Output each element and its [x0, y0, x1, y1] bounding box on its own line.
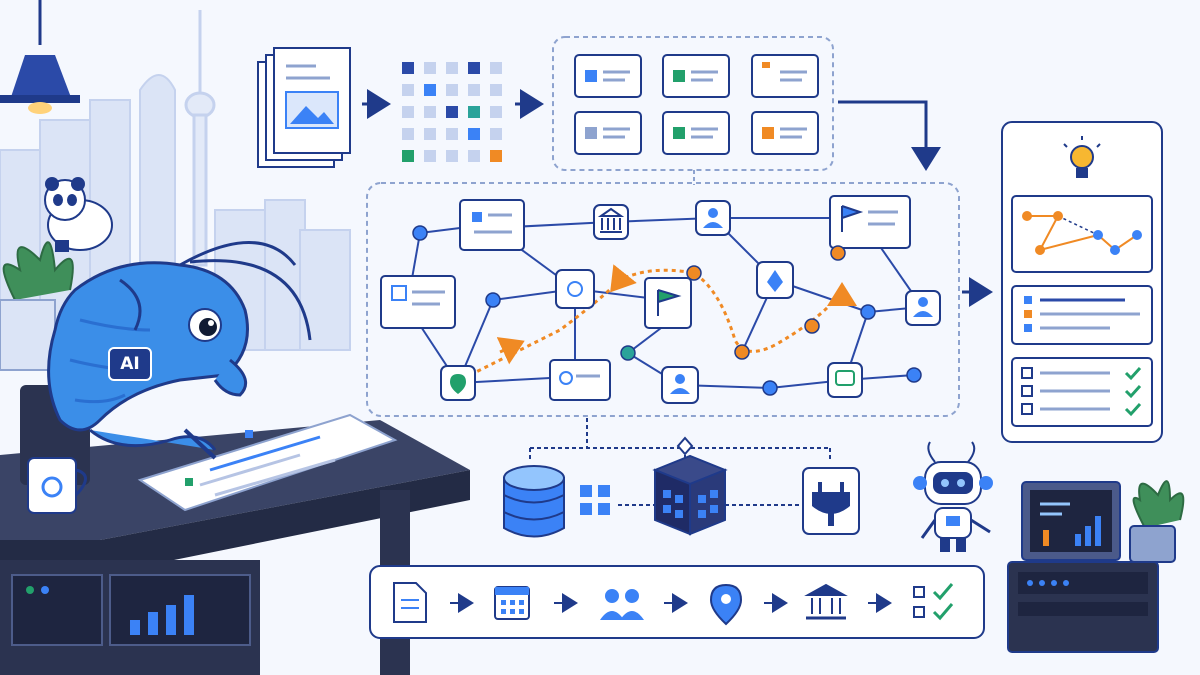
output-panel [1001, 121, 1163, 443]
ai-badge: AI [108, 347, 152, 381]
robot-icon [913, 441, 993, 552]
cube-icon [652, 454, 728, 536]
tv-tower [184, 10, 216, 267]
ai-badge-label: AI [120, 354, 140, 374]
database-icon [503, 465, 565, 538]
pipeline-step-bank-icon [804, 583, 848, 620]
mug-icon [27, 457, 87, 514]
panda-icon [44, 177, 113, 252]
lightbulb-icon [1063, 136, 1101, 178]
plug-icon [802, 467, 860, 535]
monitor-icon [1021, 481, 1121, 561]
knowledge-graph-panel [366, 182, 960, 417]
hanging-lamp-icon [0, 0, 80, 114]
pipeline-step-calendar-icon [494, 586, 530, 620]
desk-document [137, 413, 398, 512]
token-grid [402, 62, 502, 162]
plant-right-icon [1129, 480, 1185, 563]
pipeline-step-checklist-icon [913, 583, 954, 621]
plant-left-icon [0, 241, 74, 371]
input-documents-icon [257, 47, 351, 168]
server-unit [1007, 561, 1159, 653]
shrimp-ai-character [47, 241, 312, 460]
pipeline-step-location-pin-icon [709, 583, 743, 626]
extracted-cards-panel [552, 36, 834, 171]
pipeline-step-document-icon [393, 582, 427, 623]
small-grid-icon [580, 485, 610, 515]
pipeline-step-people-icon [600, 589, 644, 620]
